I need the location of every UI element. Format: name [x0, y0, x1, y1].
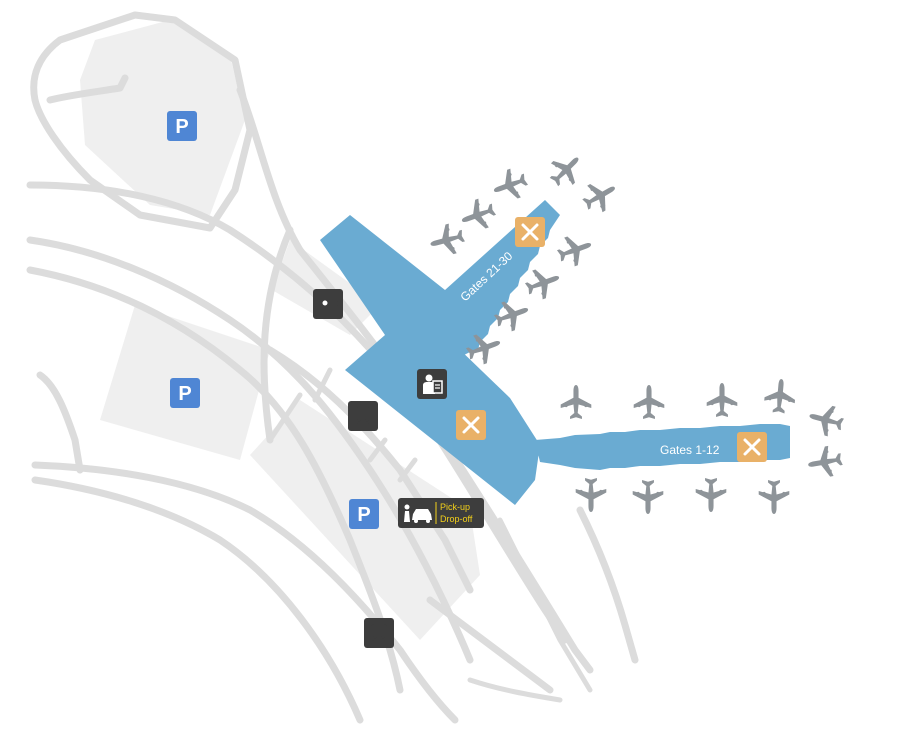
airplane-icon	[488, 164, 532, 206]
road	[576, 506, 639, 664]
road	[312, 367, 333, 403]
bus-icon[interactable]	[348, 401, 378, 431]
airplane-icon	[577, 174, 623, 218]
terminal-building: Gates 21-30 Gates 1-12	[320, 200, 790, 505]
parking-icon[interactable]: P	[170, 378, 200, 408]
airplane-icon	[633, 385, 665, 419]
pickup-label: Pick-up	[440, 502, 470, 512]
car-pickup-icon	[404, 504, 432, 523]
airplane-icon	[560, 385, 592, 419]
road	[46, 74, 129, 104]
road	[497, 517, 593, 693]
parking-symbol: P	[178, 383, 191, 405]
airplane-icon	[758, 480, 790, 514]
road	[467, 677, 563, 703]
parking-icon[interactable]: P	[349, 499, 379, 529]
dropoff-label: Drop-off	[440, 514, 473, 524]
roads	[26, 11, 639, 724]
road	[367, 437, 388, 463]
hotel-icon[interactable]	[313, 289, 343, 319]
airplane-icon	[632, 480, 664, 514]
parking-symbol: P	[357, 504, 370, 526]
parking-icon[interactable]: P	[167, 111, 197, 141]
road	[26, 266, 404, 694]
gates-1-12-label: Gates 1-12	[660, 443, 720, 457]
airplane-icon	[553, 229, 597, 271]
restaurant-icon[interactable]	[737, 432, 767, 462]
east-concourse	[535, 424, 790, 470]
north-lot	[80, 20, 245, 215]
airplane-icon	[543, 147, 589, 193]
pickup-dropoff-sign[interactable]: Pick-up Drop-off	[398, 498, 484, 528]
road	[426, 596, 554, 694]
road	[397, 457, 418, 483]
main-terminal	[320, 200, 560, 505]
security-icon[interactable]	[417, 369, 447, 399]
bus-icon[interactable]	[364, 618, 394, 648]
restaurant-icon[interactable]	[515, 217, 545, 247]
road	[266, 346, 474, 594]
road	[26, 236, 474, 664]
airplane-icon	[805, 400, 847, 440]
restaurant-icon[interactable]	[456, 410, 486, 440]
road	[36, 371, 84, 474]
airplane-icon	[695, 478, 727, 512]
airplane-icon	[805, 443, 845, 481]
road	[267, 392, 303, 443]
road	[30, 11, 254, 232]
airplane-icon	[426, 220, 468, 260]
road	[31, 461, 459, 724]
airplane-icon	[763, 377, 797, 415]
airplane-icon	[456, 194, 500, 236]
parking-symbol: P	[175, 116, 188, 138]
road	[260, 226, 294, 444]
airplane-icon	[706, 383, 738, 417]
road	[31, 476, 364, 724]
